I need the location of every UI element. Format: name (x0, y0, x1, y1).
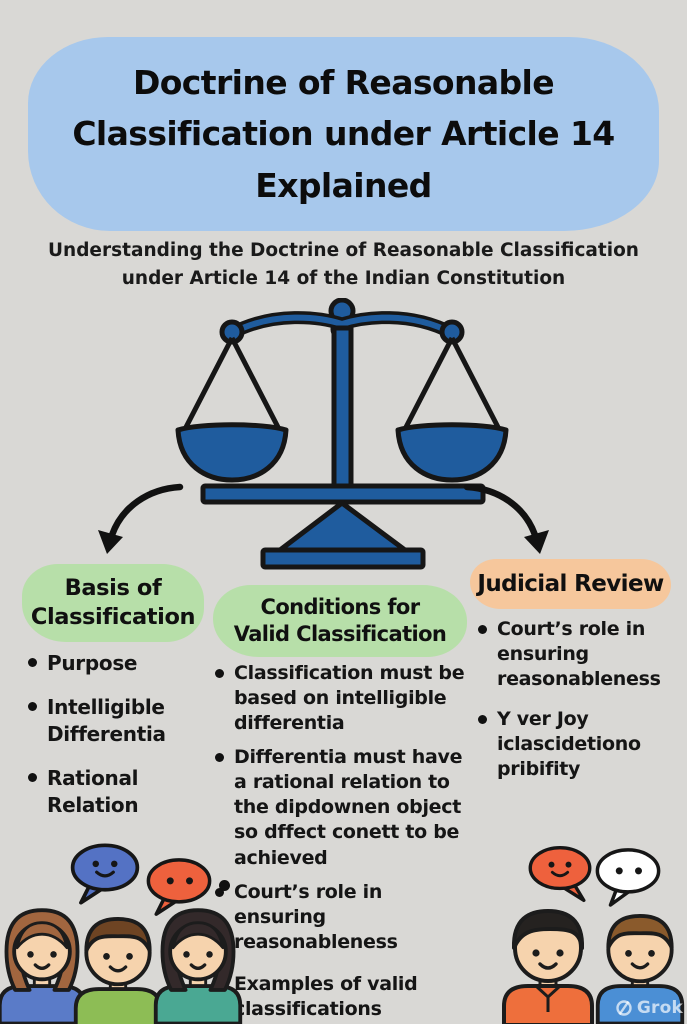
list-item: Purpose (28, 650, 200, 676)
list-item-text: Y ver Joy iclascidetiono pribifity (497, 708, 641, 781)
dots-speech-bubble-icon (146, 858, 212, 916)
basis-list: Purpose Intelligible Differentia Rationa… (28, 650, 200, 818)
subtitle-line: Understanding the Doctrine of Reasonable… (48, 240, 639, 261)
conditions-note: Examples of valid classifications (234, 972, 418, 1020)
person-woman-teal-shirt (153, 908, 243, 1024)
watermark-label: Grok (636, 998, 683, 1018)
person-woman-blue-shirt (0, 908, 87, 1024)
title-bubble: Doctrine of Reasonable Classification un… (28, 37, 659, 231)
heading-line: Conditions for (260, 594, 421, 619)
bullet-dot-icon (478, 625, 487, 634)
list-item-text: Purpose (47, 651, 138, 675)
bullet-dot-icon (28, 773, 37, 783)
list-item-text: Court’s role in ensuring reasonableness (497, 618, 661, 691)
poster-title-line: Classification under Article 14 (72, 114, 615, 154)
heading-line: Basis of (64, 574, 162, 601)
list-item: Y ver Joy iclascidetiono pribifity (478, 707, 676, 782)
smiley-speech-bubble-icon (528, 845, 592, 903)
balance-scale-icon (175, 298, 509, 570)
poster-subtitle: Understanding the Doctrine of Reasonable… (0, 237, 687, 293)
bullet-dot-icon (215, 669, 224, 678)
curved-arrow-right-icon (463, 483, 549, 554)
poster-title-line: Doctrine of Reasonable (132, 63, 555, 103)
list-item: Court’s role in ensuring reasonableness (478, 617, 676, 692)
heading-judicial-review: Judicial Review (470, 559, 671, 609)
bullet-dot-icon (478, 715, 487, 725)
list-item: Differentia must have a rational relatio… (215, 745, 469, 870)
heading-line: Valid Classification (233, 622, 447, 646)
bullet-dot-icon (28, 702, 37, 712)
black-dot-icon (219, 880, 230, 891)
judicial-list: Court’s role in ensuring reasonableness … (478, 617, 676, 782)
list-item: Classification must be based on intellig… (215, 661, 469, 736)
list-item-text: Differentia must have a rational relatio… (234, 746, 463, 869)
heading-line: Classification (30, 604, 196, 630)
person-boy-orange-shirt (502, 909, 594, 1024)
bullet-dot-icon (215, 887, 224, 897)
smiley-speech-bubble-icon (70, 843, 140, 905)
conditions-list: Classification must be based on intellig… (215, 661, 469, 1022)
list-item-text: Rational Relation (47, 766, 139, 817)
subtitle-line: under Article 14 of the Indian Constitut… (121, 267, 566, 289)
bullet-dot-icon (215, 753, 224, 763)
poster-title-line: Explained (255, 165, 432, 205)
grok-logo-icon (616, 1000, 632, 1016)
curved-arrow-left-icon (98, 483, 184, 554)
heading-conditions-for-valid-classification: Conditions for Valid Classification (213, 585, 467, 657)
list-item: Intelligible Differentia (28, 694, 200, 747)
bullet-dot-icon (28, 658, 37, 667)
list-item-text: Classification must be based on intellig… (234, 662, 465, 735)
heading-basis-of-classification: Basis of Classification (22, 564, 204, 642)
dots-speech-bubble-icon (595, 848, 661, 907)
list-item-text: Intelligible Differentia (47, 695, 166, 746)
watermark: Grok (615, 998, 683, 1018)
list-item: Rational Relation (28, 765, 200, 818)
list-item: Court’s role in ensuring reasonableness (215, 880, 469, 955)
list-item-text: Court’s role in ensuring reasonableness (234, 880, 398, 953)
heading-line: Judicial Review (477, 571, 664, 597)
